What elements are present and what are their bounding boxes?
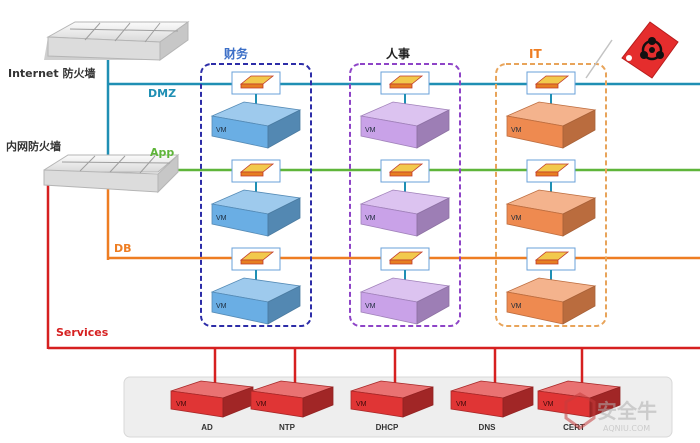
dmz-label: DMZ bbox=[148, 87, 176, 100]
service-vm-icon: VM NTP bbox=[250, 380, 334, 432]
vm-label: VM bbox=[176, 401, 187, 408]
vm-icon: VM bbox=[210, 277, 302, 325]
vm-label: VM bbox=[256, 401, 267, 408]
vm-icon: VM bbox=[359, 277, 451, 325]
switch-icon bbox=[231, 247, 281, 271]
group-label-it: IT bbox=[529, 47, 542, 61]
switch-icon bbox=[380, 159, 430, 183]
vm-label: VM bbox=[543, 401, 554, 408]
vm-label: VM bbox=[511, 215, 522, 222]
vm-icon: VM bbox=[359, 101, 451, 149]
watermark: 安全牛 AQNIU.COM bbox=[564, 392, 657, 433]
service-vm-icon: VM CERT bbox=[537, 380, 621, 432]
vm-icon: VM bbox=[505, 277, 597, 325]
intranet-firewall-icon bbox=[43, 153, 180, 194]
group-label-hr: 人事 bbox=[386, 46, 410, 61]
vm-icon: VM bbox=[505, 101, 597, 149]
switch-icon bbox=[380, 247, 430, 271]
service-vm-icon: VM DHCP bbox=[350, 380, 434, 432]
service-label: AD bbox=[201, 423, 213, 432]
switch-icon bbox=[380, 71, 430, 95]
switch-icon bbox=[526, 159, 576, 183]
vm-icon: VM bbox=[210, 101, 302, 149]
vm-label: VM bbox=[216, 127, 227, 134]
service-vm-icon: VM DNS bbox=[450, 380, 534, 432]
service-label: NTP bbox=[279, 423, 296, 432]
vm-label: VM bbox=[511, 127, 522, 134]
vm-label: VM bbox=[365, 127, 376, 134]
switch-icon bbox=[231, 71, 281, 95]
vm-icon: VM bbox=[505, 189, 597, 237]
group-box-2 bbox=[495, 63, 607, 327]
vm-label: VM bbox=[365, 303, 376, 310]
service-label: DNS bbox=[479, 423, 497, 432]
watermark-text: 安全牛 bbox=[597, 399, 657, 423]
group-box-0 bbox=[200, 63, 312, 327]
service-label: CERT bbox=[563, 423, 585, 432]
group-box-1 bbox=[349, 63, 461, 327]
vm-label: VM bbox=[216, 215, 227, 222]
vm-icon: VM bbox=[210, 189, 302, 237]
group-label-finance: 财务 bbox=[223, 46, 249, 61]
db-label: DB bbox=[114, 242, 132, 255]
vm-label: VM bbox=[511, 303, 522, 310]
vm-icon: VM bbox=[359, 189, 451, 237]
biohazard-tag-icon bbox=[585, 21, 679, 79]
switch-icon bbox=[526, 71, 576, 95]
vm-label: VM bbox=[216, 303, 227, 310]
intranet-firewall-label: 内网防火墙 bbox=[6, 139, 61, 153]
internet-firewall-icon bbox=[44, 21, 190, 61]
switch-icon bbox=[526, 247, 576, 271]
service-label: DHCP bbox=[376, 423, 399, 432]
app-label: App bbox=[150, 146, 174, 159]
services-label: Services bbox=[56, 326, 109, 339]
vm-label: VM bbox=[365, 215, 376, 222]
vm-label: VM bbox=[456, 401, 467, 408]
vm-label: VM bbox=[356, 401, 367, 408]
watermark-sub: AQNIU.COM bbox=[603, 424, 650, 433]
switch-icon bbox=[231, 159, 281, 183]
internet-firewall-label: Internet 防火墙 bbox=[8, 66, 95, 80]
